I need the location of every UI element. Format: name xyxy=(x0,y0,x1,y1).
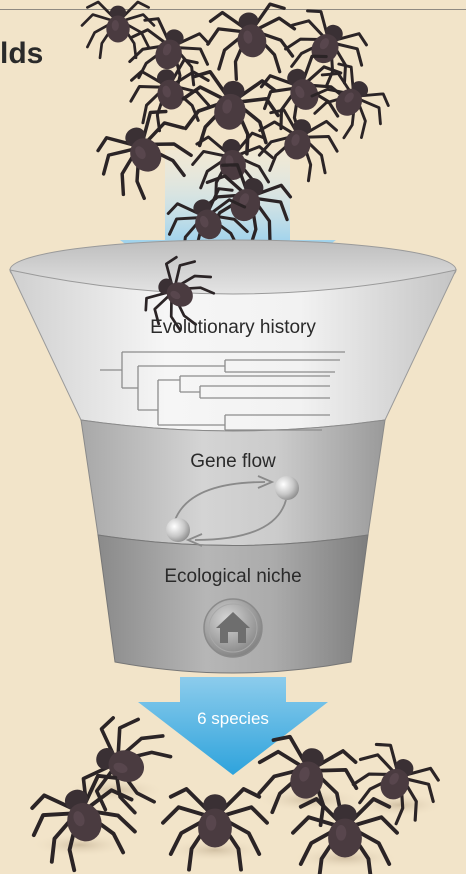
funnel-section-evolutionary-history xyxy=(10,270,456,431)
funnel-section-gene-flow xyxy=(81,420,385,546)
home-icon xyxy=(204,599,262,657)
stage-label-gene-flow: Gene flow xyxy=(190,451,276,472)
heading-fragment: lds xyxy=(0,37,43,70)
stage-label-evolutionary-history: Evolutionary history xyxy=(150,317,316,338)
output-label: 6 species xyxy=(197,709,269,728)
stage-label-ecological-niche: Ecological niche xyxy=(164,566,301,587)
population-node-icon xyxy=(166,518,190,542)
population-node-icon xyxy=(275,476,299,500)
